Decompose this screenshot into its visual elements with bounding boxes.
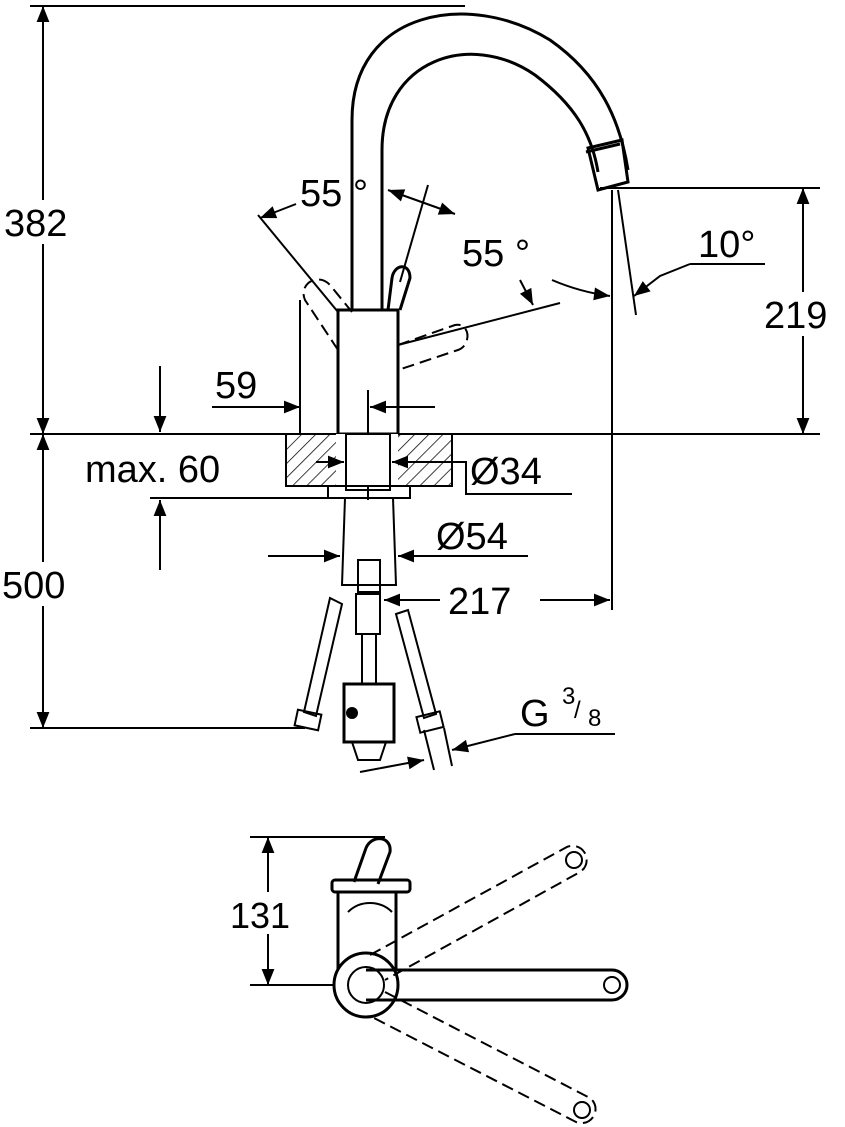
plan-view: 131 (228, 836, 629, 1125)
plan-swing-up-tip (565, 851, 583, 869)
dim-219-label: 219 (764, 295, 827, 337)
angle-right-line (397, 302, 561, 346)
supply-hose-left (302, 596, 344, 718)
mounting-shank (345, 433, 391, 491)
supply-hose-right (394, 608, 438, 720)
d54-label: Ø54 (436, 516, 508, 558)
weight-bottom (350, 741, 388, 761)
lever-right-position (397, 323, 469, 371)
g38-label-num: 3 (562, 683, 575, 710)
plan-swing-down-tip (573, 1101, 591, 1119)
plan-spout-hub (332, 951, 400, 1019)
plan-spout-hub-inner (347, 966, 385, 1004)
dim-131-label: 131 (230, 895, 290, 936)
spout-inner (380, 52, 600, 310)
spray-coupling (355, 593, 381, 635)
hose-weight (342, 682, 396, 744)
plan-lever (352, 837, 392, 885)
hose-right-nut (415, 710, 445, 734)
sleeve-connector (357, 559, 381, 593)
thread-pipe (423, 727, 453, 771)
d34-label: Ø34 (470, 451, 542, 493)
angle-left-line (257, 214, 339, 313)
plan-spout-arm (366, 968, 629, 1002)
spout-outer (350, 12, 630, 310)
plan-lever-base (330, 878, 412, 894)
d34-leader (420, 461, 572, 495)
spout-ring (585, 142, 621, 154)
angle-right-label: 55 ° (462, 233, 530, 275)
supply-sleeve (340, 497, 398, 586)
lever-upright (386, 265, 412, 311)
dim-500-label: 500 (2, 565, 65, 607)
g38-arrow-left (359, 756, 425, 773)
tilt-leader (633, 263, 691, 297)
spout-head (586, 138, 630, 192)
spray-hose (361, 633, 377, 685)
angle-right-tick (519, 279, 534, 306)
plan-spout-swing-up (369, 844, 588, 981)
plan-body-contour (347, 902, 393, 913)
g38-label-den: 8 (588, 705, 601, 732)
side-elevation: 382 500 55 ° 55 ° 10° (0, 5, 844, 773)
dim-382-bg (2, 200, 84, 244)
dim-131-bg (228, 892, 304, 934)
g38-arrow-right (451, 733, 516, 753)
g38-label-slash: / (574, 697, 581, 724)
lever-axis-line (399, 184, 429, 283)
tilt-label: 10° (698, 224, 755, 266)
dim-59-label: 59 (215, 365, 257, 407)
dim-219-bg (762, 292, 844, 336)
weight-clip (346, 707, 358, 719)
angle-right-arc (387, 189, 456, 215)
hose-left-nut (293, 708, 323, 732)
dim-382-label: 382 (4, 203, 67, 245)
max60-label: max. 60 (85, 449, 220, 491)
dim-500-bg (0, 562, 84, 606)
d217-label: 217 (448, 581, 511, 623)
angle-left-arrow (259, 203, 297, 219)
tilt-arc-left (551, 279, 611, 301)
angle-left-label: 55 ° (300, 173, 368, 215)
plan-spout-tip (603, 976, 621, 994)
spout-axis-tilted (617, 189, 637, 316)
g38-label-main: G (520, 693, 550, 735)
plan-spout-swing-down (369, 991, 597, 1125)
lever-left-position (302, 278, 353, 351)
